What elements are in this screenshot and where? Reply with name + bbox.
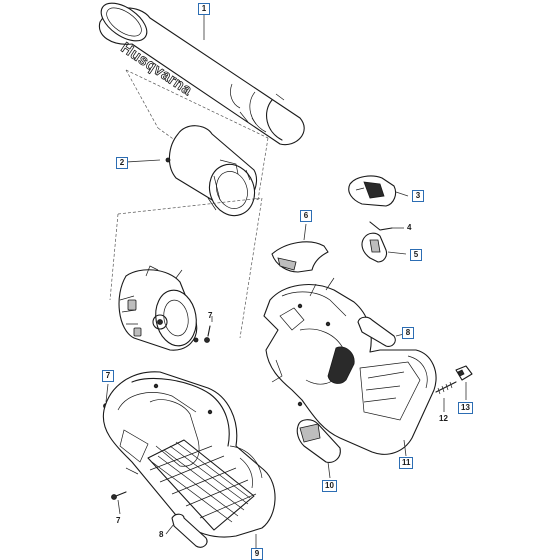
screw-part-7-upper	[204, 316, 213, 343]
callout-1: 1	[198, 3, 210, 15]
callout-8-lower: 8	[159, 530, 164, 539]
callout-8-upper: 8	[402, 327, 414, 339]
callout-9: 9	[251, 548, 263, 560]
callout-5: 5	[410, 249, 422, 261]
trigger-cover-part-6	[271, 223, 329, 273]
screw-part-7-lower	[111, 491, 127, 515]
main-housing-part-11	[263, 277, 437, 457]
callout-13: 13	[458, 402, 473, 414]
callout-10: 10	[322, 480, 337, 492]
callout-2: 2	[116, 157, 128, 169]
callout-11: 11	[399, 457, 414, 469]
housing-shell-part-9	[102, 371, 276, 538]
callout-4: 4	[407, 223, 412, 232]
fan-motor-housing	[118, 265, 199, 351]
callout-12: 12	[439, 414, 448, 423]
nut-part-13	[455, 365, 473, 400]
blower-tube-part-1: Husqvarna	[98, 2, 305, 146]
screw-part-12	[435, 381, 457, 412]
callout-3: 3	[412, 190, 424, 202]
lens-strip-part-8-lower	[165, 513, 208, 548]
inner-tube-part-2	[165, 125, 258, 217]
trigger-part-5	[361, 232, 407, 263]
callout-7-upper: 7	[208, 311, 213, 320]
button-cover-part-10	[296, 419, 341, 479]
callout-6: 6	[300, 210, 312, 222]
pin-part-4	[369, 221, 404, 231]
callout-7-left: 7	[102, 370, 114, 382]
switch-part-3	[348, 175, 409, 207]
callout-7-lower: 7	[116, 516, 121, 525]
